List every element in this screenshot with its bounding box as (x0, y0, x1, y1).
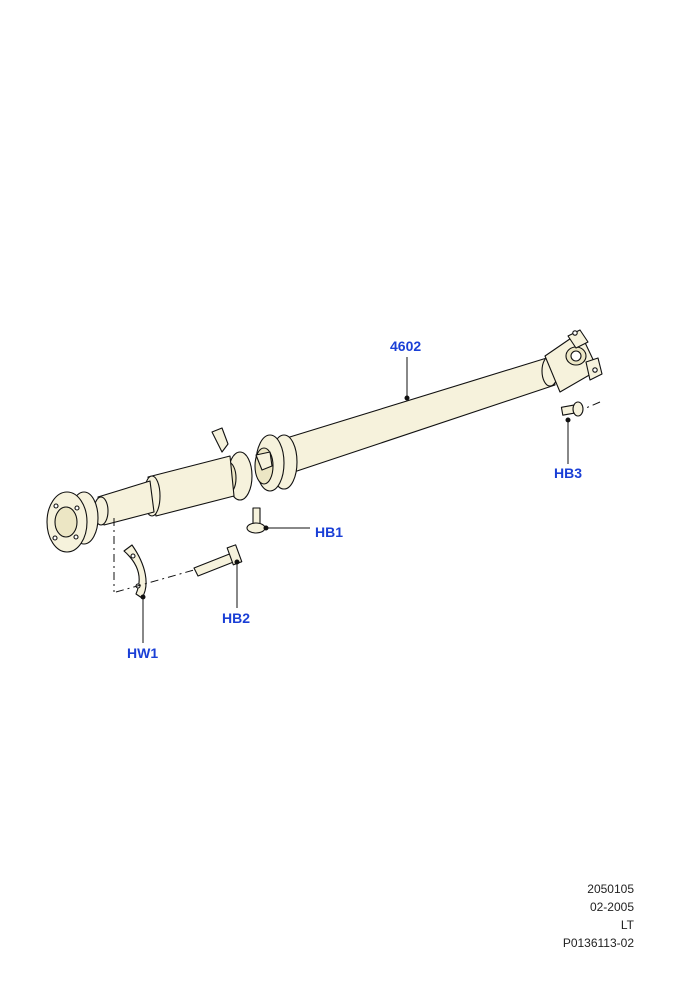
bolt-hb2 (193, 544, 243, 577)
bolt-hb3 (560, 401, 584, 417)
callout-hw1: HW1 (127, 645, 158, 661)
callout-4602: 4602 (390, 338, 421, 354)
reference-code: 2050105 (587, 882, 634, 896)
reference-block: 2050105 02-2005 LT P0136113-02 (434, 880, 634, 952)
rear-tube (279, 356, 556, 473)
washer-plate-hw1 (123, 544, 147, 599)
reference-part-number: P0136113-02 (562, 936, 634, 950)
rear-universal-joint (541, 329, 603, 393)
reference-date: 02-2005 (589, 900, 634, 914)
bolt-hb1 (246, 507, 266, 534)
front-tube (147, 455, 235, 517)
front-flex-coupling (46, 491, 99, 553)
callout-hb3: HB3 (554, 465, 582, 481)
reference-model: LT (620, 918, 634, 932)
callout-hb1: HB1 (315, 524, 343, 540)
callout-hb2: HB2 (222, 610, 250, 626)
